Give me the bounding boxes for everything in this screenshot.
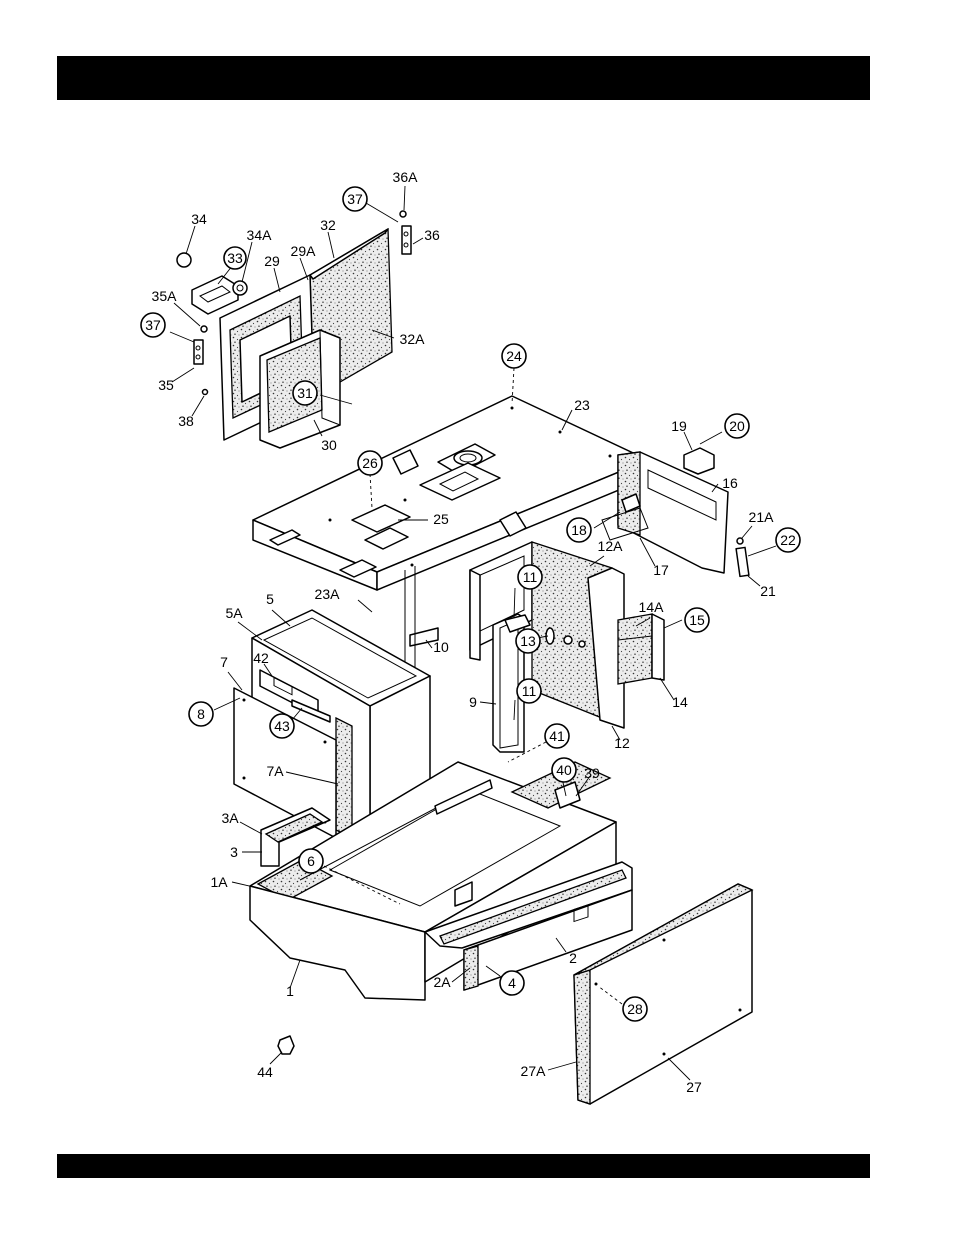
label-16: 16	[722, 475, 738, 491]
label-36: 36	[424, 227, 440, 243]
label-5a: 5A	[225, 605, 243, 621]
label-14: 14	[672, 694, 688, 710]
label-28: 28	[627, 1001, 643, 1017]
label-29: 29	[264, 253, 280, 269]
label-21a: 21A	[749, 509, 775, 525]
label-23a: 23A	[315, 586, 341, 602]
label-24: 24	[506, 348, 522, 364]
label-3: 3	[230, 844, 238, 860]
label-13: 13	[520, 633, 536, 649]
label-34a: 34A	[247, 227, 273, 243]
label-41: 41	[549, 728, 565, 744]
label-33: 33	[227, 250, 243, 266]
label-7a: 7A	[266, 763, 284, 779]
label-43: 43	[274, 718, 290, 734]
label-19: 19	[671, 418, 687, 434]
label-14a: 14A	[639, 599, 665, 615]
label-25: 25	[433, 511, 449, 527]
label-36a: 36A	[393, 169, 419, 185]
label-22: 22	[780, 532, 796, 548]
label-29a: 29A	[291, 243, 317, 259]
label-12a: 12A	[598, 538, 624, 554]
label-3a: 3A	[221, 810, 239, 826]
side-panel-right	[618, 614, 664, 684]
label-35a: 35A	[152, 288, 178, 304]
label-27a: 27A	[521, 1063, 547, 1079]
label-1a: 1A	[210, 874, 228, 890]
label-5: 5	[266, 591, 274, 607]
label-32a: 32A	[400, 331, 426, 347]
label-34: 34	[191, 211, 207, 227]
label-42: 42	[253, 650, 269, 666]
label-2: 2	[569, 950, 577, 966]
label-6: 6	[307, 853, 315, 869]
label-38: 38	[178, 413, 194, 429]
label-31: 31	[297, 385, 313, 401]
end-cover-right	[602, 448, 749, 576]
label-35: 35	[158, 377, 174, 393]
label-30: 30	[321, 437, 337, 453]
label-1: 1	[286, 983, 294, 999]
label-17: 17	[653, 562, 669, 578]
label-18: 18	[571, 522, 587, 538]
label-44: 44	[257, 1064, 273, 1080]
label-10: 10	[433, 639, 449, 655]
label-4: 4	[508, 975, 516, 991]
label-15: 15	[689, 612, 705, 628]
label-8: 8	[197, 706, 205, 722]
label-11b: 11	[522, 683, 537, 699]
label-20: 20	[729, 418, 745, 434]
label-37b: 37	[145, 317, 161, 333]
label-32: 32	[320, 217, 336, 233]
label-7: 7	[220, 654, 228, 670]
drain-plug-44	[278, 1036, 294, 1054]
label-37a: 37	[347, 191, 363, 207]
label-23: 23	[574, 397, 590, 413]
label-26: 26	[362, 455, 378, 471]
label-2a: 2A	[433, 974, 451, 990]
label-9: 9	[469, 694, 477, 710]
label-39: 39	[584, 765, 600, 781]
label-27: 27	[686, 1079, 702, 1095]
label-21: 21	[760, 583, 776, 599]
label-12: 12	[614, 735, 630, 751]
label-11a: 11	[523, 569, 538, 585]
label-40: 40	[556, 762, 572, 778]
